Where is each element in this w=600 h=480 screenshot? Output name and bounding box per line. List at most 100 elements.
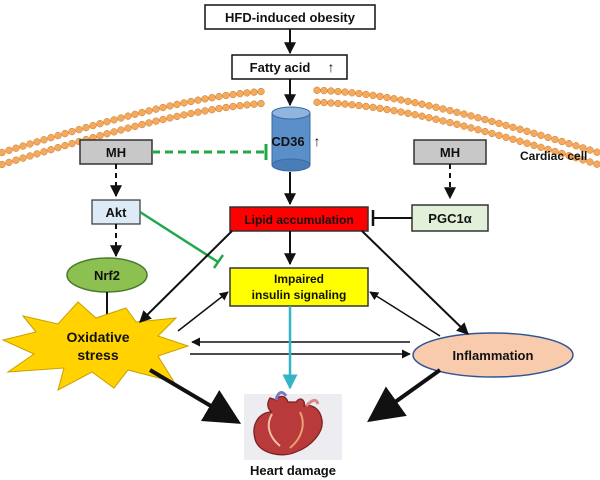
membrane-lipid-head-inner (229, 102, 237, 111)
membrane-lipid-head-inner (397, 108, 405, 116)
membrane-lipid-head-inner (180, 111, 188, 119)
membrane-lipid-head-outer (89, 121, 97, 130)
membrane-lipid-head-outer (390, 95, 398, 103)
membrane-lipid-head-outer (173, 100, 181, 109)
membrane-lipid-head-outer (418, 100, 426, 108)
membrane-lipid-head-inner (341, 100, 349, 108)
membrane-lipid-head-inner (194, 108, 202, 116)
membrane-lipid-head-outer (425, 102, 433, 110)
cell-membrane (0, 86, 600, 169)
membrane-lipid-head-inner (481, 127, 489, 136)
pgc1a-label: PGC1α (428, 211, 471, 226)
oxidative-label-line2: stress (77, 347, 118, 363)
membrane-lipid-head-outer (110, 116, 118, 124)
membrane-lipid-head-inner (54, 144, 62, 152)
membrane-lipid-head-inner (243, 101, 251, 109)
membrane-lipid-head-inner (215, 104, 223, 113)
membrane-lipid-head-outer (446, 106, 454, 115)
membrane-lipid-head-outer (474, 114, 482, 122)
membrane-lipid-head-outer (12, 144, 20, 152)
membrane-lipid-head-inner (523, 139, 531, 147)
membrane-lipid-head-inner (362, 102, 370, 111)
membrane-lipid-head-inner (348, 101, 356, 109)
membrane-lipid-head-inner (26, 152, 34, 160)
membrane-lipid-head-outer (341, 88, 349, 96)
membrane-lipid-head-inner (509, 135, 517, 143)
lipid-accumulation-box (229, 206, 369, 232)
cd36-up-arrow: ↑ (314, 133, 321, 149)
arrow-oxidative-to-heart (148, 368, 242, 424)
membrane-lipid-head-outer (222, 91, 230, 100)
inhibit-bar-insulin (212, 254, 225, 269)
membrane-lipid-head-inner (257, 99, 265, 108)
membrane-lipid-head-outer (145, 107, 153, 115)
membrane-lipid-head-inner (110, 128, 118, 136)
membrane-lipid-head-outer (236, 90, 244, 98)
membrane-lipid-head-inner (138, 120, 146, 129)
membrane-lipid-head-outer (411, 99, 419, 107)
membrane-lipid-head-outer (313, 86, 321, 94)
membrane-lipid-head-inner (439, 117, 447, 125)
membrane-lipid-head-outer (159, 103, 167, 112)
membrane-lipid-head-outer (502, 121, 510, 129)
membrane-lipid-head-outer (579, 144, 587, 152)
heart-damage-label: Heart damage (250, 463, 336, 478)
membrane-lipid-head-outer (257, 87, 265, 96)
membrane-lipid-head-outer (103, 118, 111, 126)
membrane-lipid-head-outer (572, 142, 580, 150)
membrane-lipid-head-inner (33, 150, 41, 158)
membrane-lipid-head-inner (586, 158, 594, 166)
membrane-lipid-head-inner (502, 133, 510, 141)
hfd-obesity-label: HFD-induced obesity (225, 10, 356, 25)
membrane-lipid-head-inner (334, 99, 342, 108)
membrane-lipid-head-outer (40, 136, 48, 144)
membrane-lipid-head-outer (117, 114, 125, 122)
membrane-lipid-head-inner (0, 160, 6, 169)
cd36-label: CD36 (271, 134, 304, 149)
membrane-lipid-head-outer (327, 87, 335, 95)
membrane-lipid-head-inner (516, 137, 524, 145)
membrane-lipid-head-outer (530, 129, 538, 137)
insulin-label-line2: insulin signaling (252, 288, 347, 302)
membrane-lipid-head-outer (453, 108, 461, 116)
membrane-lipid-head-outer (54, 132, 62, 140)
arrow-lipid-to-inflammation (361, 230, 469, 335)
membrane-lipid-head-inner (369, 103, 377, 112)
membrane-lipid-head-inner (327, 99, 335, 107)
membrane-lipid-head-inner (320, 98, 328, 107)
membrane-lipid-head-inner (124, 124, 132, 132)
mh-right-label: MH (440, 145, 460, 160)
akt-label: Akt (106, 205, 128, 220)
membrane-lipid-head-inner (19, 154, 27, 162)
membrane-lipid-head-inner (579, 156, 587, 164)
membrane-lipid-head-inner (390, 107, 398, 115)
membrane-lipid-head-outer (460, 110, 468, 118)
membrane-lipid-head-inner (313, 98, 321, 106)
membrane-lipid-head-inner (558, 149, 566, 158)
insulin-label-line1: Impaired (274, 272, 324, 286)
membrane-lipid-head-inner (593, 160, 600, 168)
membrane-lipid-head-outer (75, 125, 83, 134)
membrane-lipid-head-outer (19, 142, 27, 150)
membrane-lipid-head-inner (474, 126, 482, 134)
membrane-lipid-head-inner (250, 100, 258, 108)
membrane-lipid-head-outer (355, 89, 363, 98)
membrane-lipid-head-outer (61, 129, 69, 138)
membrane-lipid-head-inner (208, 106, 216, 114)
membrane-lipid-head-inner (152, 117, 160, 125)
membrane-lipid-head-inner (117, 126, 125, 134)
membrane-lipid-head-outer (5, 146, 13, 155)
membrane-lipid-head-inner (537, 143, 545, 152)
arrow-lipid-to-oxidative (139, 230, 233, 323)
membrane-lipid-head-outer (180, 99, 188, 107)
membrane-lipid-head-inner (418, 112, 426, 120)
membrane-lipid-head-outer (33, 138, 41, 146)
membrane-lipid-head-outer (509, 123, 517, 131)
membrane-lipid-head-inner (47, 146, 55, 154)
cardiac-cell-label: Cardiac cell (520, 149, 587, 163)
membrane-lipid-head-outer (467, 112, 475, 120)
membrane-lipid-head-outer (551, 135, 559, 144)
membrane-lipid-head-outer (320, 86, 328, 95)
membrane-lipid-head-outer (376, 92, 384, 101)
